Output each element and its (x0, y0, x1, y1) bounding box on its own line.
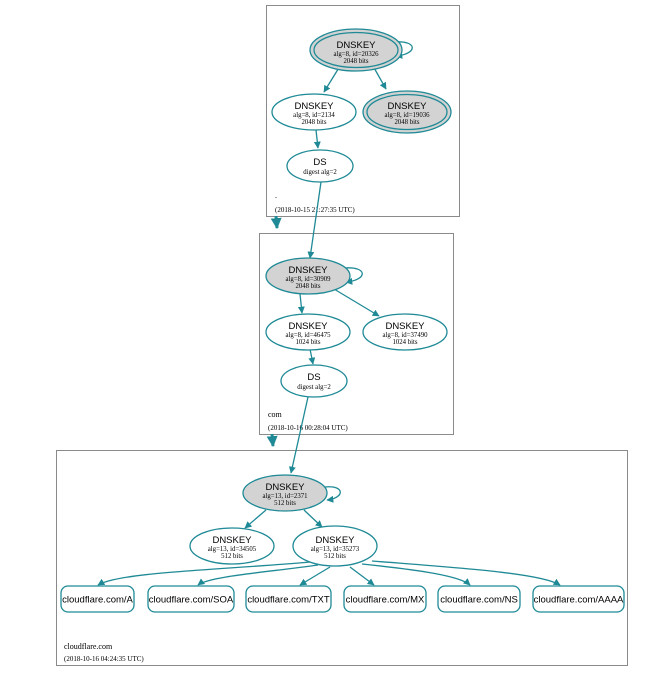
edge-cf-ksk-zsk (303, 509, 323, 528)
zone-com-timestamp: (2018-10-16 00:28:04 UTC) (268, 424, 348, 432)
edge-cf-ksk-zsk2 (244, 509, 267, 529)
node-com-zsk2-title: DNSKEY (385, 321, 425, 332)
edge-cf-zsk-soa (197, 564, 319, 586)
edge-cf-zsk-mx (349, 566, 375, 586)
edge-cf-ksk-self (324, 486, 341, 503)
edge-root-zsk-ds (313, 129, 321, 149)
node-root-ksk-title: DNSKEY (336, 40, 376, 51)
rrset-txt: cloudflare.com/TXT (245, 585, 332, 613)
rrset-ns-label: cloudflare.com/NS (440, 595, 518, 606)
rrset-soa: cloudflare.com/SOA (147, 585, 235, 613)
edge-cf-zsk-txt (299, 566, 331, 586)
rrset-a-label: cloudflare.com/A (62, 595, 133, 606)
node-cf-zsk2-title: DNSKEY (212, 535, 252, 546)
node-com-zsk-title: DNSKEY (288, 321, 328, 332)
node-root-ksk-bits: 2048 bits (343, 58, 368, 65)
node-com-ds-detail: digest alg=2 (297, 384, 331, 391)
node-cf-zsk2: DNSKEY alg=13, id=34505 512 bits (189, 527, 275, 565)
zone-cloudflare-timestamp: (2018-10-16 04:24:35 UTC) (64, 655, 144, 663)
node-cf-zsk-detail: alg=13, id=35273 (311, 546, 360, 553)
node-cf-ksk: DNSKEY alg=13, id=2371 512 bits (242, 474, 328, 512)
delegation-arrow-com-cloudflare (266, 433, 278, 448)
node-root-zsk-detail: alg=8, id=2134 (293, 112, 335, 119)
node-root-zsk-bits: 2048 bits (301, 119, 326, 126)
node-cf-ksk-title: DNSKEY (265, 482, 305, 493)
rrset-txt-label: cloudflare.com/TXT (247, 595, 330, 606)
node-cf-ksk-bits: 512 bits (274, 500, 296, 507)
edge-com-ksk-zsk2 (333, 288, 380, 317)
node-com-zsk2-bits: 1024 bits (392, 339, 417, 346)
zone-root-timestamp: (2018-10-15 21:27:35 UTC) (275, 206, 355, 214)
zone-root-name: . (275, 191, 277, 200)
edge-root-ds-com-ksk (307, 181, 322, 259)
node-root-zsk-title: DNSKEY (294, 101, 334, 112)
rrset-ns: cloudflare.com/NS (437, 585, 521, 613)
node-root-ksk: DNSKEY alg=8, id=20326 2048 bits (309, 28, 403, 72)
node-root-ds: DS digest alg=2 (286, 149, 354, 183)
rrset-aaaa: cloudflare.com/AAAA (532, 585, 625, 613)
node-cf-ksk-detail: alg=13, id=2371 (262, 493, 307, 500)
node-com-ds: DS digest alg=2 (280, 364, 348, 398)
node-cf-zsk2-detail: alg=13, id=34505 (208, 546, 257, 553)
edge-cf-zsk-aaaa (371, 560, 561, 586)
delegation-arrow-root-com (270, 215, 282, 230)
edge-root-ksk-ksk2 (372, 65, 387, 90)
zone-com-name: com (268, 410, 283, 419)
node-cf-zsk-title: DNSKEY (315, 535, 355, 546)
node-com-zsk2: DNSKEY alg=8, id=37490 1024 bits (362, 313, 448, 351)
edge-cf-zsk-ns (361, 563, 471, 586)
node-com-ksk-detail: alg=8, id=30909 (285, 276, 331, 283)
rrset-mx: cloudflare.com/MX (343, 585, 427, 613)
rrset-mx-label: cloudflare.com/MX (346, 595, 425, 606)
node-root-ksk2-detail: alg=8, id=19036 (384, 112, 430, 119)
zone-cloudflare-name: cloudflare.com (64, 642, 113, 651)
node-root-ksk2: DNSKEY alg=8, id=19036 2048 bits (362, 90, 452, 134)
rrset-a: cloudflare.com/A (60, 585, 135, 613)
node-root-ksk-detail: alg=8, id=20326 (333, 51, 379, 58)
node-com-ksk-bits: 2048 bits (295, 283, 320, 290)
node-cf-zsk2-bits: 512 bits (221, 553, 243, 560)
edge-com-ksk-zsk (297, 293, 305, 314)
node-root-ds-detail: digest alg=2 (303, 169, 337, 176)
node-cf-zsk: DNSKEY alg=13, id=35273 512 bits (292, 525, 378, 567)
node-com-zsk-detail: alg=8, id=46475 (285, 332, 331, 339)
node-root-zsk: DNSKEY alg=8, id=2134 2048 bits (271, 93, 357, 131)
node-com-ksk-title: DNSKEY (288, 265, 328, 276)
node-root-ds-title: DS (313, 157, 326, 168)
rrset-aaaa-label: cloudflare.com/AAAA (534, 595, 624, 606)
node-com-zsk2-detail: alg=8, id=37490 (382, 332, 428, 339)
edge-cf-zsk-a (97, 561, 311, 586)
edge-com-ds-cf-ksk (288, 396, 309, 474)
node-com-ksk: DNSKEY alg=8, id=30909 2048 bits (265, 257, 351, 295)
edge-root-ksk-zsk (323, 65, 341, 93)
node-root-ksk2-title: DNSKEY (387, 101, 427, 112)
node-com-ds-title: DS (307, 372, 320, 383)
node-root-ksk2-bits: 2048 bits (394, 119, 419, 126)
node-cf-zsk-bits: 512 bits (324, 553, 346, 560)
node-com-zsk: DNSKEY alg=8, id=46475 1024 bits (265, 313, 351, 351)
edge-com-zsk-ds (308, 348, 316, 365)
rrset-soa-label: cloudflare.com/SOA (149, 595, 234, 606)
node-com-zsk-bits: 1024 bits (295, 339, 320, 346)
edge-com-ksk-self (343, 267, 363, 285)
